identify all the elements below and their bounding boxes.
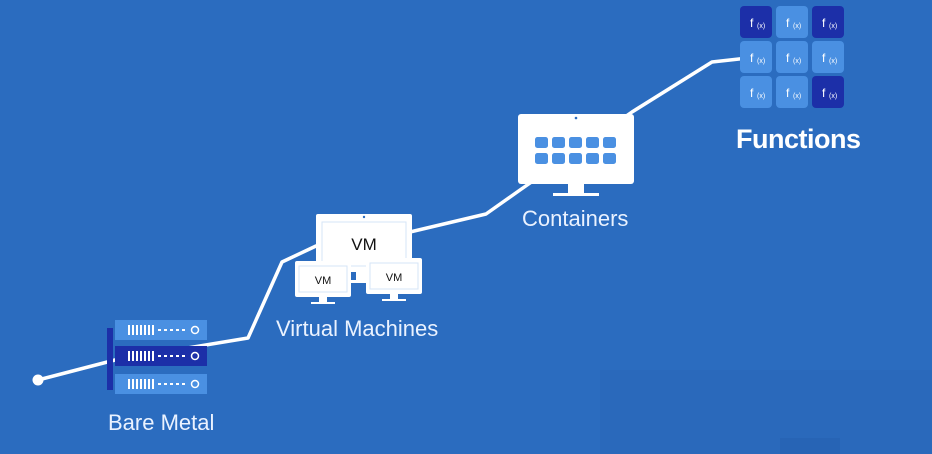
svg-text:(x): (x) bbox=[829, 23, 837, 30]
func-tile: f (x) bbox=[776, 41, 808, 73]
svg-text:f: f bbox=[750, 86, 754, 100]
label-functions: Functions bbox=[736, 124, 861, 154]
svg-text:(x): (x) bbox=[793, 58, 801, 65]
func-tile: f (x) bbox=[740, 6, 772, 38]
vm-cluster-icon: VM VM VM bbox=[295, 214, 422, 304]
svg-text:f: f bbox=[822, 86, 826, 100]
func-tile: f (x) bbox=[812, 76, 844, 108]
svg-text:f: f bbox=[822, 16, 826, 30]
containers-monitor-icon bbox=[518, 114, 634, 196]
func-tile: f (x) bbox=[776, 6, 808, 38]
vm-monitor-small-right: VM bbox=[366, 258, 422, 301]
vm-label-right: VM bbox=[386, 272, 403, 284]
server-unit-1 bbox=[115, 320, 207, 340]
vm-label-large: VM bbox=[351, 235, 377, 254]
svg-text:(x): (x) bbox=[793, 23, 801, 30]
svg-text:(x): (x) bbox=[757, 58, 765, 65]
server-unit-2 bbox=[115, 346, 207, 366]
label-virtual-machines: Virtual Machines bbox=[276, 316, 439, 341]
func-tile: f (x) bbox=[740, 41, 772, 73]
functions-grid-icon: f (x) f (x) f (x) f (x) f (x) bbox=[740, 6, 844, 108]
svg-text:f: f bbox=[750, 16, 754, 30]
label-bare-metal: Bare Metal bbox=[108, 410, 215, 435]
vm-label-left: VM bbox=[315, 275, 332, 287]
svg-text:f: f bbox=[786, 51, 790, 65]
bg-shade bbox=[600, 370, 932, 454]
svg-text:f: f bbox=[786, 16, 790, 30]
svg-text:(x): (x) bbox=[829, 58, 837, 65]
vm-monitor-small-left: VM bbox=[295, 261, 351, 304]
svg-text:(x): (x) bbox=[757, 93, 765, 100]
svg-text:(x): (x) bbox=[793, 93, 801, 100]
server-rack-icon bbox=[107, 320, 207, 394]
svg-text:(x): (x) bbox=[829, 93, 837, 100]
vm-monitor-large: VM bbox=[316, 214, 412, 283]
start-dot bbox=[32, 374, 44, 386]
bg-shade-2 bbox=[780, 438, 840, 454]
func-tile: f (x) bbox=[776, 76, 808, 108]
svg-text:f: f bbox=[822, 51, 826, 65]
func-tile: f (x) bbox=[812, 6, 844, 38]
svg-text:(x): (x) bbox=[757, 23, 765, 30]
svg-text:f: f bbox=[750, 51, 754, 65]
server-unit-3 bbox=[115, 374, 207, 394]
label-containers: Containers bbox=[522, 206, 629, 231]
func-tile: f (x) bbox=[740, 76, 772, 108]
container-blocks bbox=[535, 137, 616, 164]
func-tile: f (x) bbox=[812, 41, 844, 73]
svg-text:f: f bbox=[786, 86, 790, 100]
